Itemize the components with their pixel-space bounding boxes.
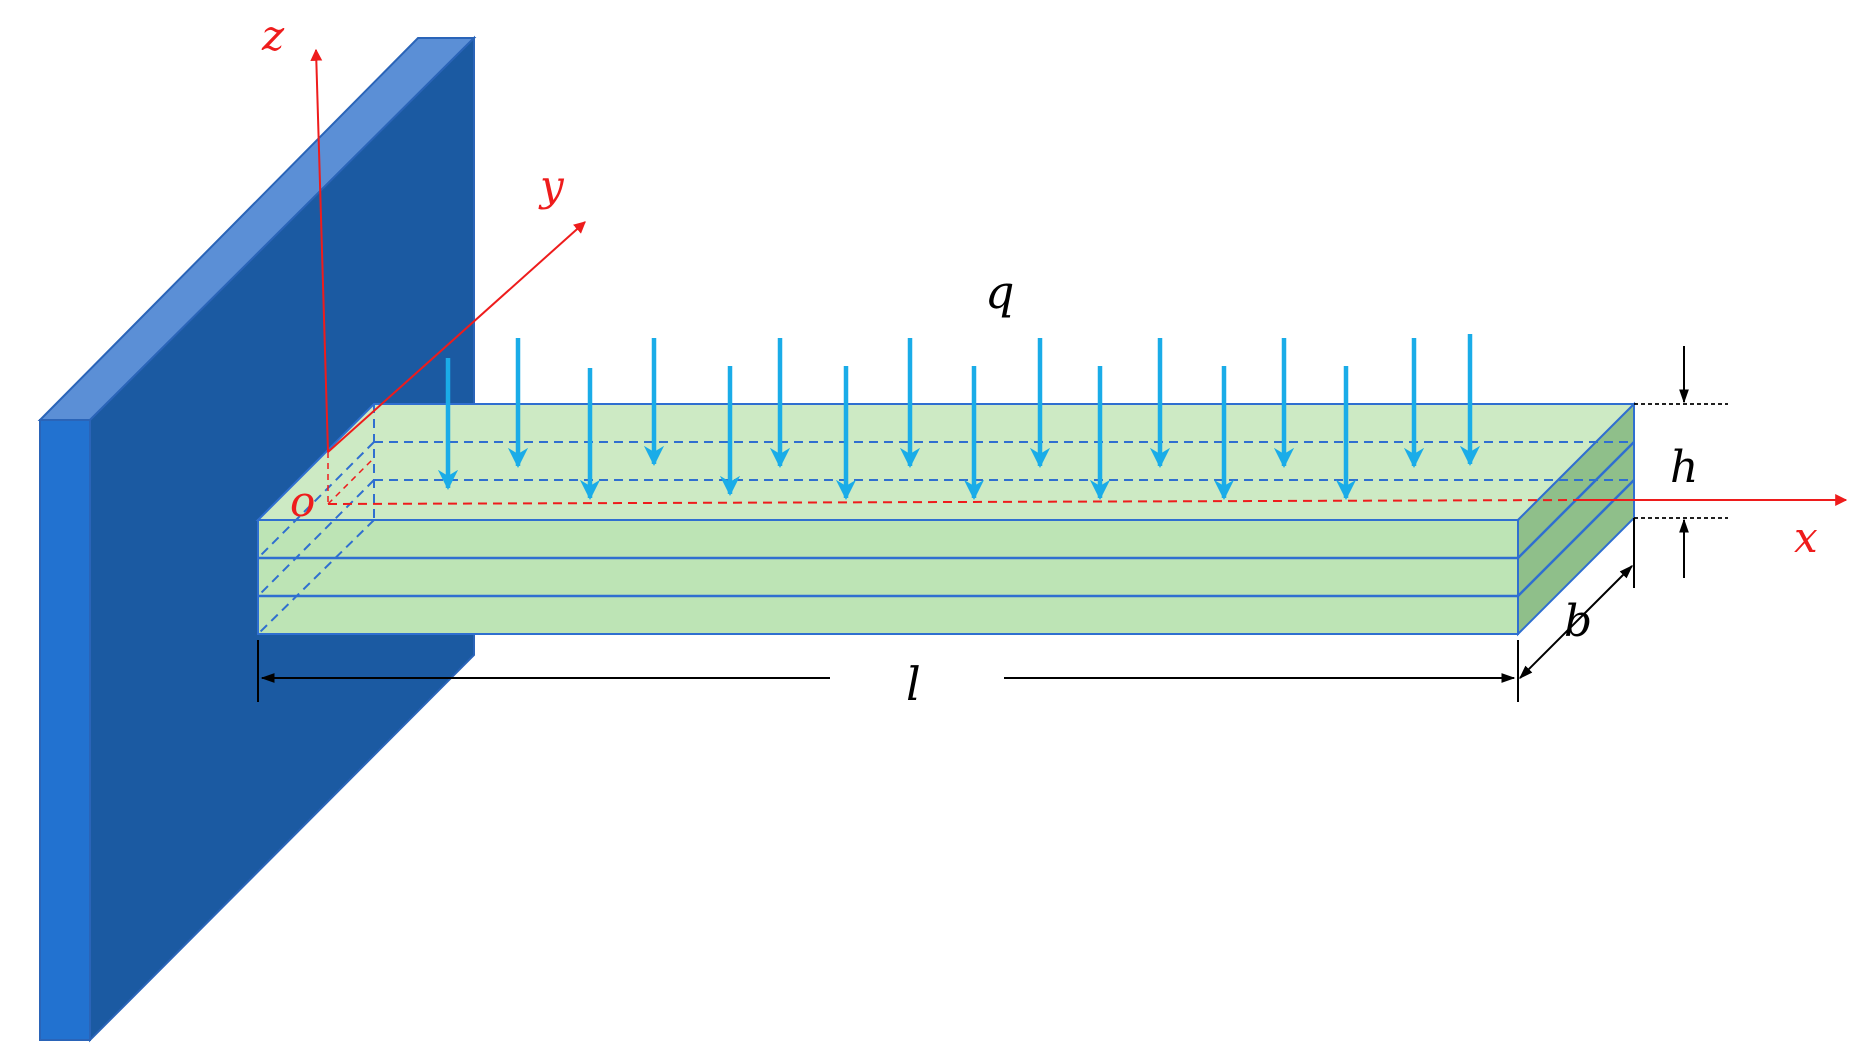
b-dimension-line <box>1519 565 1633 679</box>
coordinate-axes <box>310 48 1848 506</box>
width-label: b <box>1564 596 1592 647</box>
z-axis <box>310 48 329 453</box>
x-axis-hidden <box>327 499 1581 505</box>
dimension-h <box>1634 346 1728 578</box>
beam-front-face <box>257 519 1519 635</box>
laminated-beam <box>255 401 1637 637</box>
dimension-b <box>1519 518 1635 679</box>
wall-side-face <box>39 419 91 1041</box>
dimension-l <box>257 640 1519 702</box>
origin-label: o <box>290 477 315 526</box>
z-axis-label: z <box>261 11 285 60</box>
y-axis-label: y <box>538 161 565 210</box>
x-axis-label: x <box>1794 513 1818 562</box>
length-label: l <box>906 657 921 711</box>
height-label: h <box>1670 442 1698 493</box>
y-axis <box>327 221 586 453</box>
load-label: q <box>985 265 1014 319</box>
distributed-load-q <box>437 334 1481 501</box>
